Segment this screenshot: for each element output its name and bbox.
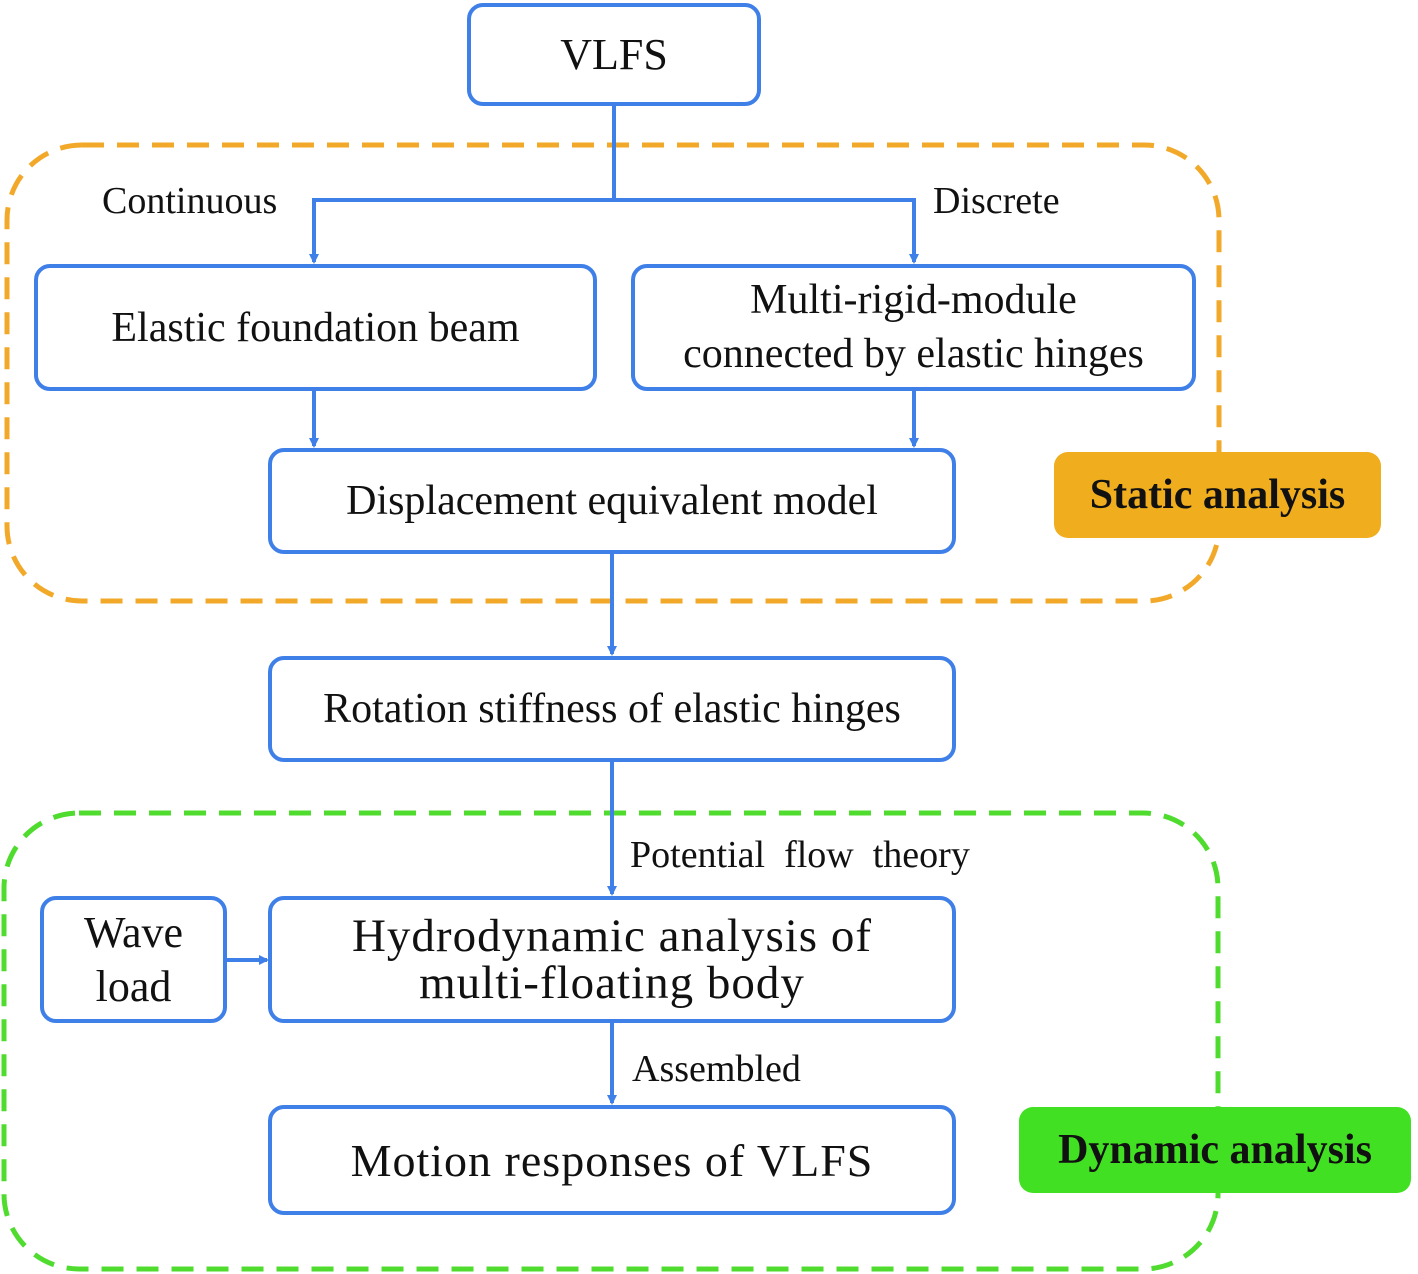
- rotation-stiffness-node: Rotation stiffness of elastic hinges: [268, 656, 956, 762]
- dynamic-analysis-tag: Dynamic analysis: [1019, 1107, 1411, 1193]
- motion-responses-node: Motion responses of VLFS: [268, 1105, 956, 1215]
- rotation-stiffness-label: Rotation stiffness of elastic hinges: [323, 686, 901, 732]
- dynamic-analysis-label: Dynamic analysis: [1058, 1127, 1372, 1173]
- static-analysis-label: Static analysis: [1089, 472, 1346, 518]
- static-analysis-tag: Static analysis: [1054, 452, 1381, 538]
- displacement-equivalent-model-node: Displacement equivalent model: [268, 448, 956, 554]
- hydrodynamic-analysis-label-line2: multi-floating body: [419, 956, 805, 1009]
- vlfs-node-label: VLFS: [560, 30, 668, 79]
- multi-rigid-module-label-line2: connected by elastic hinges: [683, 330, 1144, 377]
- wave-load-label-line2: load: [95, 961, 172, 1011]
- vlfs-node: VLFS: [467, 3, 761, 106]
- discrete-edge-label: Discrete: [933, 180, 1060, 222]
- continuous-edge-label: Continuous: [102, 180, 278, 222]
- motion-responses-label: Motion responses of VLFS: [350, 1134, 874, 1186]
- multi-rigid-module-node: Multi-rigid-module connected by elastic …: [631, 264, 1196, 391]
- hydrodynamic-analysis-node: Hydrodynamic analysis of multi-floating …: [268, 896, 956, 1023]
- wave-load-node: Wave load: [40, 896, 227, 1023]
- displacement-equivalent-model-label: Displacement equivalent model: [346, 478, 878, 524]
- wave-load-label-line1: Wave: [83, 907, 184, 957]
- elastic-foundation-beam-label: Elastic foundation beam: [111, 304, 520, 351]
- hydrodynamic-analysis-label-line1: Hydrodynamic analysis of: [351, 909, 872, 962]
- multi-rigid-module-label-line1: Multi-rigid-module: [750, 276, 1077, 323]
- potential-flow-theory-edge-label: Potential flow theory: [630, 834, 970, 876]
- elastic-foundation-beam-node: Elastic foundation beam: [34, 264, 597, 391]
- assembled-edge-label: Assembled: [632, 1048, 801, 1090]
